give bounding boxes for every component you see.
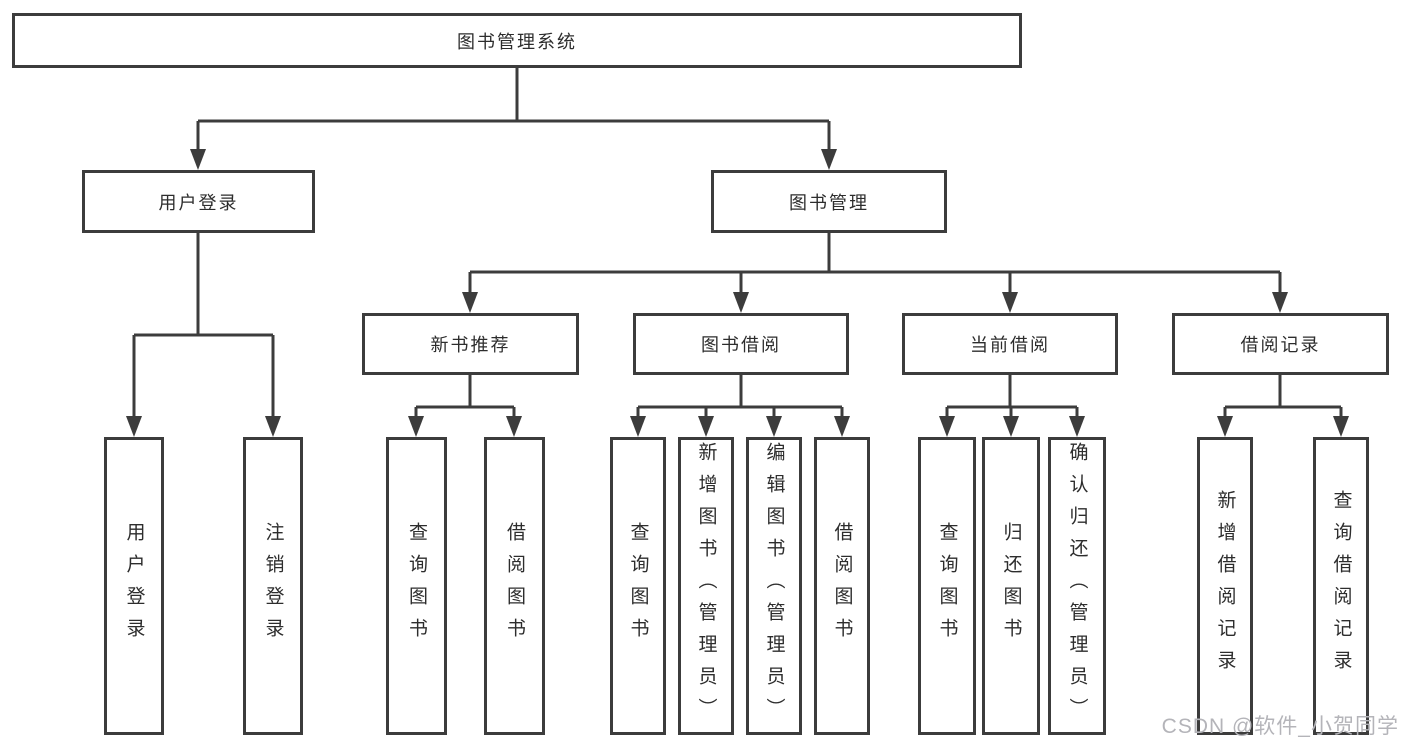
leaf-add-books-admin: 新增图书（管理员） (678, 437, 734, 735)
node-borrow-records: 借阅记录 (1172, 313, 1389, 375)
node-user-login: 用户登录 (82, 170, 315, 233)
connector-borrow-records-branch (1223, 375, 1343, 419)
leaf-borrow-books-recommend: 借阅图书 (484, 437, 545, 735)
leaf-query-books-recommend: 查询图书 (386, 437, 447, 735)
leaf-return-books: 归还图书 (982, 437, 1040, 735)
connector-new-books-branch (414, 375, 516, 419)
node-new-book-recommend: 新书推荐 (362, 313, 579, 375)
arrowheads (126, 149, 1349, 437)
connector-root-to-level2 (196, 68, 831, 152)
leaf-logout: 注销登录 (243, 437, 303, 735)
leaf-borrow-books: 借阅图书 (814, 437, 870, 735)
leaf-confirm-return-admin: 确认归还（管理员） (1048, 437, 1106, 735)
leaf-add-borrow-record: 新增借阅记录 (1197, 437, 1253, 735)
node-root-system: 图书管理系统 (12, 13, 1022, 68)
node-book-management: 图书管理 (711, 170, 947, 233)
leaf-edit-books-admin: 编辑图书（管理员） (746, 437, 802, 735)
csdn-watermark: CSDN @软件_小贺同学 (1161, 715, 1399, 738)
node-current-borrow: 当前借阅 (902, 313, 1118, 375)
leaf-query-borrow-record: 查询借阅记录 (1313, 437, 1369, 735)
leaf-user-login: 用户登录 (104, 437, 164, 735)
connector-current-borrow-branch (945, 375, 1079, 419)
connector-book-mgmt-branch (468, 233, 1282, 295)
node-book-borrow: 图书借阅 (633, 313, 849, 375)
connector-user-login-branch (132, 233, 275, 419)
leaf-query-books-borrow: 查询图书 (610, 437, 666, 735)
connector-book-borrow-branch (636, 375, 844, 419)
leaf-query-books-current: 查询图书 (918, 437, 976, 735)
